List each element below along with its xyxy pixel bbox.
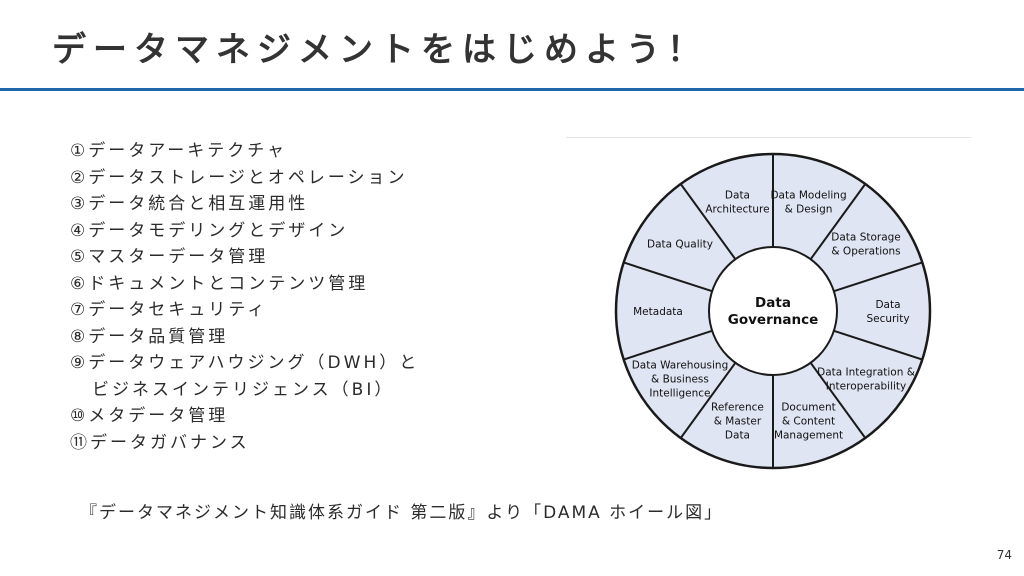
list-item: ⑧データ品質管理 [70,326,229,347]
figure-top-line [566,137,971,138]
segment-label-line: Security [866,313,909,325]
wheel-segment-label: Data Quality [647,238,713,250]
center-label-line: Governance [728,312,818,328]
segment-label-line: & Design [785,204,833,216]
segment-label-line: Data Storage [831,231,901,243]
list-item: ⑨データウェアハウジング（DWH）と [70,353,420,373]
segment-divider [679,362,737,439]
segment-label-line: Metadata [633,306,683,318]
knowledge-area-list: ①データアーキテクチャ ②データストレージとオペレーション ③データ統合と相互運… [70,138,419,456]
segment-label-line: Data Integration & [817,367,915,379]
list-item: ③データ統合と相互運用性 [70,194,309,214]
segment-label-line: Data Quality [647,238,713,250]
segment-label-line: Interoperability [826,381,906,393]
wheel-segment-label: Data Storage & Operations [831,231,901,257]
segment-label-line: Management [774,429,843,441]
segment-divider [809,183,867,260]
page-number: 74 [996,548,1012,562]
list-item: ⑪データガバナンス [70,432,250,453]
segment-divider [833,261,923,293]
segment-label-line: Data Warehousing [632,360,729,372]
segment-divider [809,362,867,439]
segment-label-line: Intelligence [649,388,710,400]
segment-label-line: & Operations [831,245,900,257]
wheel-segment-label: Metadata [633,306,683,318]
list-item: ④データモデリングとデザイン [70,220,349,241]
segment-label-line: Reference [711,401,764,413]
list-item: ⑥ドキュメントとコンテンツ管理 [70,273,369,294]
segment-label-line: Data [725,429,750,441]
wheel-segment-label: Data Modeling & Design [770,190,846,216]
center-label-line: Data [755,295,791,311]
segment-label-line: Document [781,401,835,413]
list-item: ⑦データセキュリティ [70,300,268,320]
segment-label-line: Data [875,299,900,311]
list-item: ⑤マスターデータ管理 [70,247,269,267]
list-item: ⑩メタデータ管理 [70,406,229,426]
segment-label-line: Architecture [705,204,769,216]
segment-label-line: Data [725,190,750,202]
list-item-continuation: ビジネスインテリジェンス（BI） [92,379,395,400]
segment-label-line: & Master [714,415,762,427]
source-caption: 『データマネジメント知識体系ガイド 第二版』より「DAMA ホイール図」 [80,503,724,523]
segment-divider [679,183,737,260]
wheel-segment-label: Data Integration & Interoperability [817,367,915,393]
title-underline [0,88,1024,91]
list-item: ②データストレージとオペレーション [70,167,408,188]
slide-title: データマネジメントをはじめよう！ [52,30,708,70]
list-item: ①データアーキテクチャ [70,141,288,161]
segment-label-line: & Business [651,374,709,386]
segment-label-line: & Content [782,415,835,427]
segment-label-line: Data Modeling [770,190,846,202]
wheel-center-circle [708,246,838,376]
segment-divider [623,329,713,361]
segment-divider [623,261,713,293]
segment-divider [833,329,923,361]
